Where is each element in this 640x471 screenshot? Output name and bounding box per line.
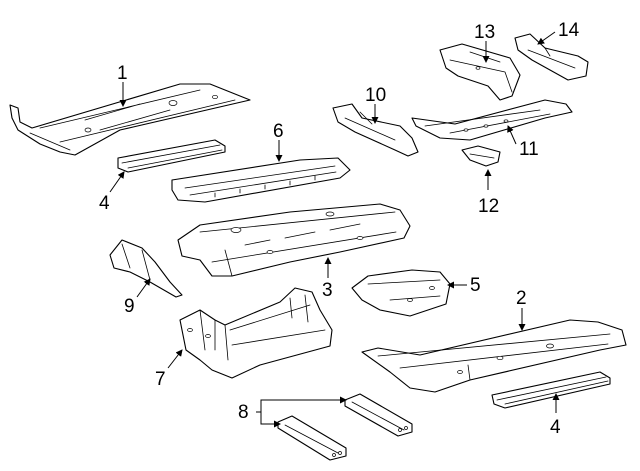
callout-5: 5 — [470, 275, 481, 296]
part-4-lower-reinforcement — [491, 371, 611, 409]
part-3-center-floor-pan — [177, 203, 411, 277]
callout-8: 8 — [238, 402, 249, 423]
part-10-bracket — [332, 103, 419, 157]
leader-4-upper — [109, 171, 125, 193]
part-12-small-bracket — [461, 145, 501, 167]
part-8-bracket-lower — [277, 415, 347, 461]
part-11-rail — [411, 99, 573, 141]
callout-11: 11 — [519, 139, 539, 160]
callout-3: 3 — [322, 280, 333, 301]
part-13-upper-bracket — [439, 43, 521, 101]
callout-6: 6 — [273, 121, 284, 142]
part-1-front-floor-pan — [9, 83, 251, 156]
part-2-rear-floor-pan — [361, 319, 627, 393]
part-4-upper-reinforcement — [117, 139, 226, 173]
part-7-rear-floor-assembly — [179, 287, 333, 379]
callout-4-upper: 4 — [99, 193, 110, 214]
part-5-bracket — [351, 269, 451, 317]
callout-1: 1 — [117, 63, 128, 84]
leader-8-upper — [256, 396, 347, 413]
callout-10: 10 — [365, 85, 386, 106]
part-6-cross-member — [171, 157, 351, 203]
callout-14: 14 — [558, 20, 580, 41]
callout-12: 12 — [478, 196, 499, 217]
leader-11 — [507, 125, 517, 145]
part-8-bracket-upper — [344, 393, 413, 437]
part-9-side-panel — [109, 239, 183, 298]
leader-14 — [537, 31, 556, 45]
callout-2: 2 — [516, 288, 527, 309]
leader-8-lower — [260, 412, 281, 428]
callout-4-lower: 4 — [550, 417, 561, 438]
callout-13: 13 — [474, 22, 495, 43]
leader-7 — [167, 349, 183, 369]
leader-9 — [136, 278, 151, 298]
callout-7: 7 — [155, 369, 166, 390]
callout-9: 9 — [124, 296, 135, 317]
